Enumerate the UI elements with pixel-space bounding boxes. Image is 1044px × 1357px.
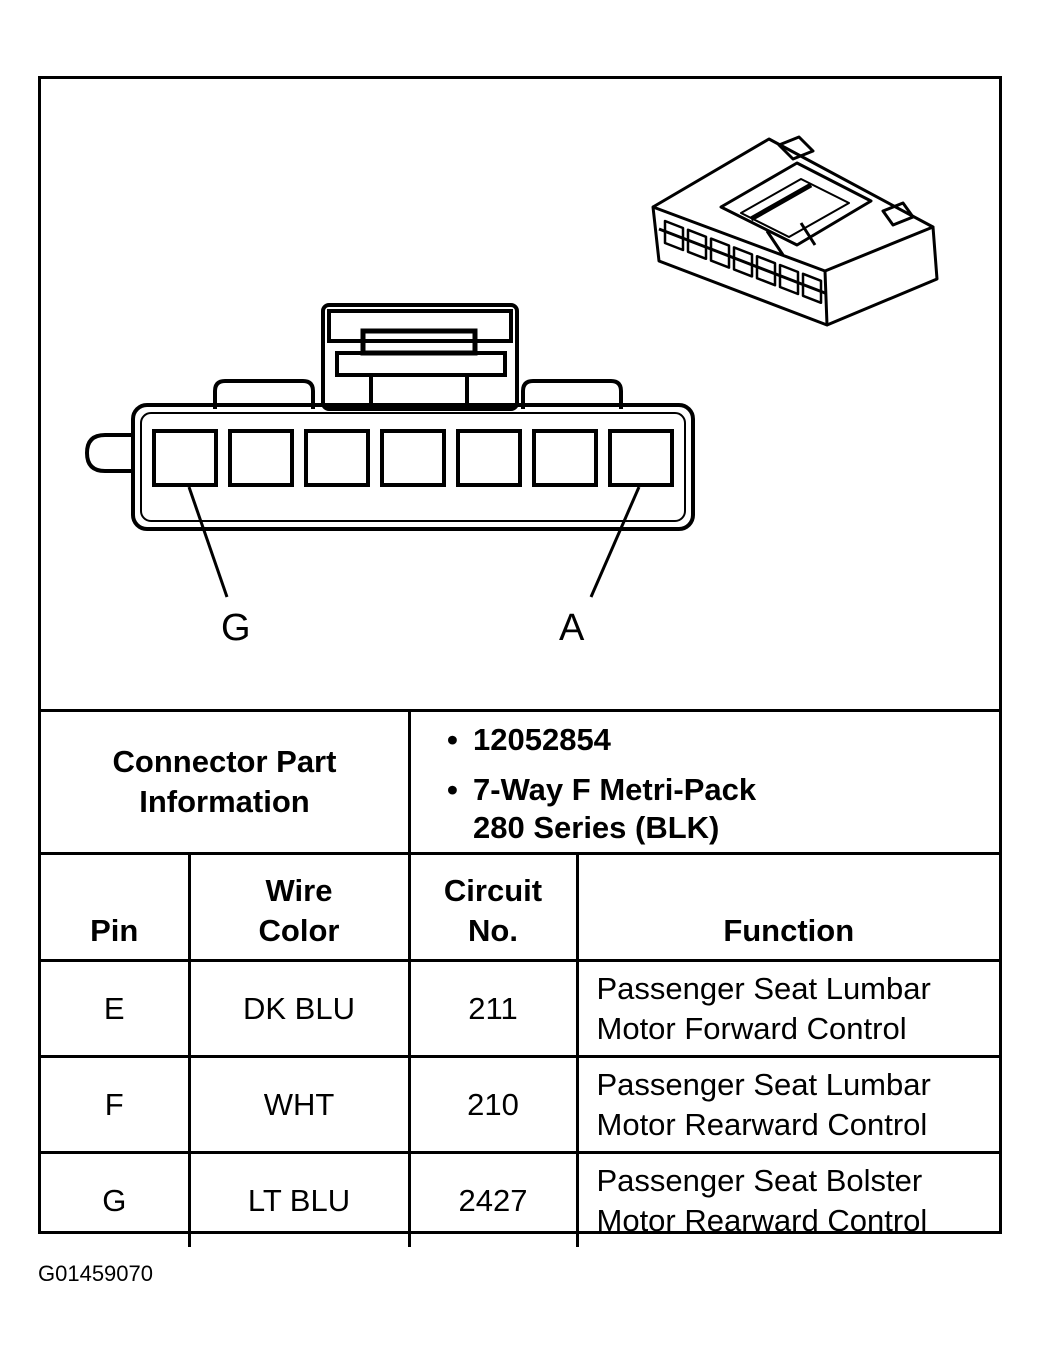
connector-cavity	[380, 429, 446, 487]
table-row: E DK BLU 211 Passenger Seat Lumbar Motor…	[41, 959, 999, 1058]
circuit-cell: 211	[407, 959, 579, 1058]
pin-a-leader-line	[589, 486, 641, 598]
bullet-dot-icon: •	[447, 772, 458, 807]
info-label-line-2: Information	[139, 784, 310, 819]
connector-series: 280 Series (BLK)	[473, 810, 720, 845]
isometric-cavity	[778, 263, 800, 296]
isometric-cavity	[686, 228, 708, 261]
connector-cavity	[532, 429, 598, 487]
pin-cell: F	[41, 1055, 191, 1154]
connector-diagram: G A	[41, 79, 999, 709]
connector-cavity	[456, 429, 522, 487]
info-label-line-1: Connector Part	[112, 744, 337, 779]
connector-cavities	[152, 429, 674, 487]
wire-color-cell: LT BLU	[187, 1151, 411, 1247]
wire-color-cell: DK BLU	[187, 959, 411, 1058]
pin-g-leader-line	[187, 486, 229, 598]
connector-cavity	[608, 429, 674, 487]
part-number: 12052854	[473, 722, 611, 757]
pin-table: Pin Wire Color Circuit No. Function E DK…	[41, 855, 999, 1247]
connector-figure-frame: G A Connector Part Information • 1205285…	[38, 76, 1002, 1247]
connector-face-view	[84, 303, 695, 531]
connector-cavity	[228, 429, 294, 487]
wire-color-cell: WHT	[187, 1055, 411, 1154]
pin-cell: E	[41, 959, 191, 1058]
circuit-cell: 210	[407, 1055, 579, 1154]
isometric-cavity	[801, 272, 823, 305]
header-circuit-no: Circuit No.	[407, 855, 579, 962]
function-cell: Passenger Seat Lumbar Motor Forward Cont…	[575, 959, 999, 1058]
isometric-cavity	[663, 219, 685, 252]
table-row: F WHT 210 Passenger Seat Lumbar Motor Re…	[41, 1055, 999, 1154]
isometric-cavity	[732, 246, 754, 278]
connector-part-info-row: Connector Part Information • 12052854 • …	[41, 709, 999, 855]
connector-type: 7-Way F Metri-Pack	[473, 772, 757, 807]
isometric-cavity	[755, 254, 777, 287]
connector-cavity	[304, 429, 370, 487]
figure-code: G01459070	[38, 1261, 153, 1286]
bullet-dot-icon: •	[447, 722, 458, 757]
header-wire-color: Wire Color	[187, 855, 411, 962]
pin-label-a: A	[559, 607, 585, 649]
isometric-cavity	[709, 237, 731, 269]
circuit-cell: 2427	[407, 1151, 579, 1247]
table-row: G LT BLU 2427 Passenger Seat Bolster Mot…	[41, 1151, 999, 1247]
connector-isometric-view	[651, 135, 939, 327]
pin-label-g: G	[221, 607, 251, 649]
connector-cavity	[152, 429, 218, 487]
pin-table-header: Pin Wire Color Circuit No. Function	[41, 855, 999, 962]
connector-part-info-label: Connector Part Information	[41, 712, 411, 852]
connector-drawing	[84, 135, 939, 598]
header-function: Function	[575, 855, 999, 962]
header-pin: Pin	[41, 855, 191, 962]
function-cell: Passenger Seat Lumbar Motor Rearward Con…	[575, 1055, 999, 1154]
connector-part-info-values: • 12052854 • 7-Way F Metri-Pack 280 Seri…	[411, 712, 999, 852]
function-cell: Passenger Seat Bolster Motor Rearward Co…	[575, 1151, 999, 1247]
pin-cell: G	[41, 1151, 191, 1247]
